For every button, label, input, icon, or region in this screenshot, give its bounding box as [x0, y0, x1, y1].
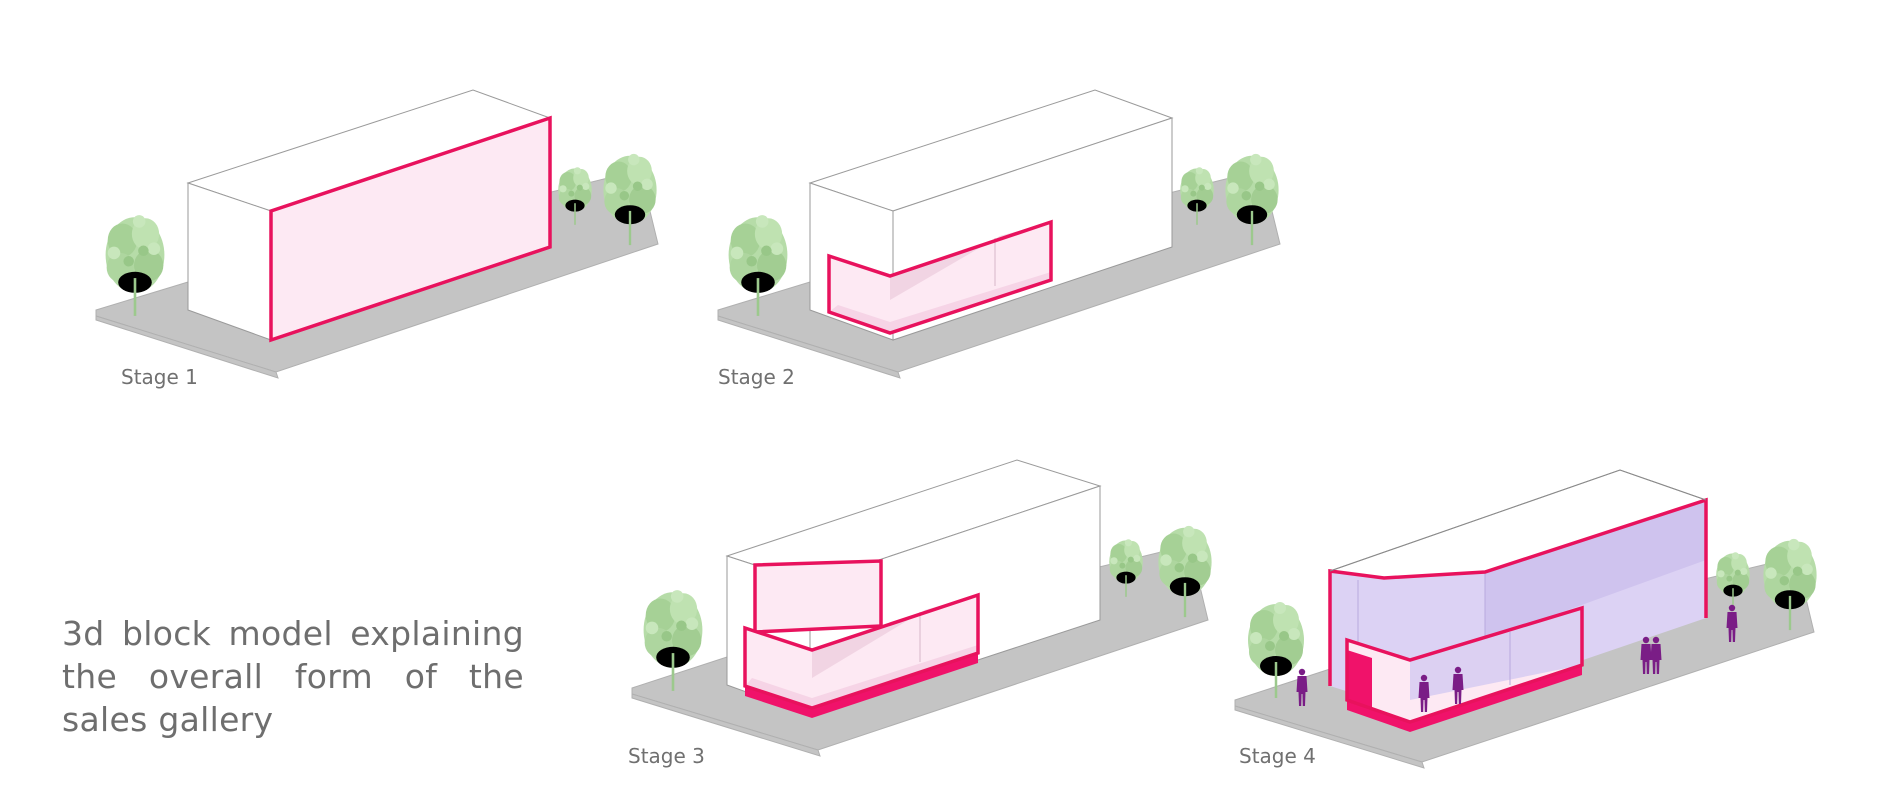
- stage-4-recess-glass: [1410, 608, 1582, 700]
- stage-1-model: [95, 89, 659, 379]
- stage-2-model: [717, 89, 1281, 379]
- stage-4-model: [1234, 469, 1818, 769]
- stage-3-lower-outline: [743, 592, 980, 710]
- stage-1-outline: [269, 115, 552, 343]
- stage-1-skin: [271, 118, 550, 340]
- stage-4-glass-upper: [1485, 500, 1706, 640]
- stage-2-label: Stage 2: [718, 365, 795, 389]
- stage-4-entry-wall: [1347, 650, 1372, 712]
- stage-4-envelope-outline: [1328, 497, 1708, 686]
- stage-2-outline: [827, 219, 1053, 335]
- stage-1-ground-edge: [95, 315, 279, 379]
- stage-4-ground-edge: [1234, 705, 1425, 769]
- stage-4-recess-outline: [1345, 605, 1584, 724]
- stage-3-model: [631, 459, 1213, 757]
- stage-4-label: Stage 4: [1239, 744, 1316, 768]
- stage-3-ground-edge: [631, 693, 821, 757]
- stage-3-upper-window: [755, 561, 881, 632]
- stage-3-label: Stage 3: [628, 744, 705, 768]
- stage-1-label: Stage 1: [121, 365, 198, 389]
- stage-2-ground-edge: [717, 315, 901, 379]
- diagram-description: 3d block model explaining the overall fo…: [62, 614, 524, 739]
